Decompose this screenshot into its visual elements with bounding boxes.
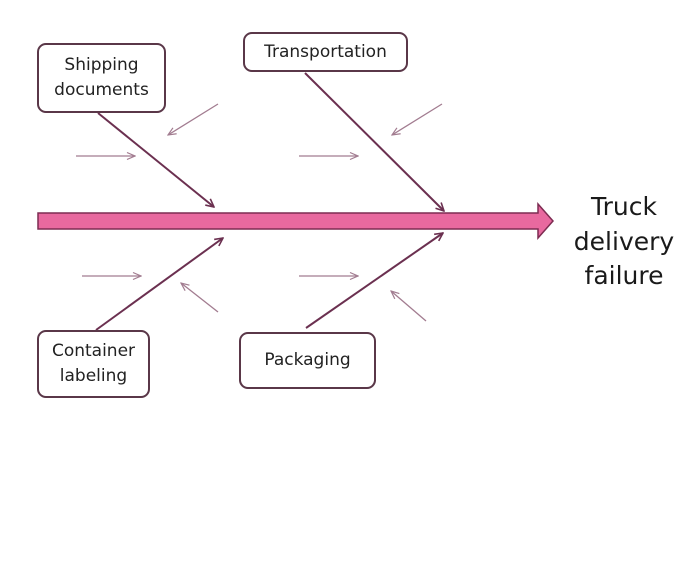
- cause-box-transportation: Transportation: [243, 32, 408, 72]
- bone-container-labeling: [95, 238, 223, 331]
- bone-shipping-documents: [97, 112, 214, 207]
- cause-box-shipping-documents: Shipping documents: [37, 43, 166, 113]
- bone-transportation: [304, 72, 444, 211]
- sub-arrow-lower-left-diagonal: [181, 283, 219, 313]
- sub-arrow-upper-left-diagonal: [168, 103, 219, 135]
- cause-box-container-labeling: Container labeling: [37, 330, 150, 398]
- sub-arrow-lower-right-diagonal: [391, 291, 427, 322]
- spine-arrow: [37, 202, 555, 240]
- bone-packaging: [305, 233, 443, 329]
- sub-arrow-upper-right-diagonal: [392, 103, 443, 135]
- cause-box-packaging: Packaging: [239, 332, 376, 389]
- effect-label: Truck delivery failure: [573, 192, 675, 290]
